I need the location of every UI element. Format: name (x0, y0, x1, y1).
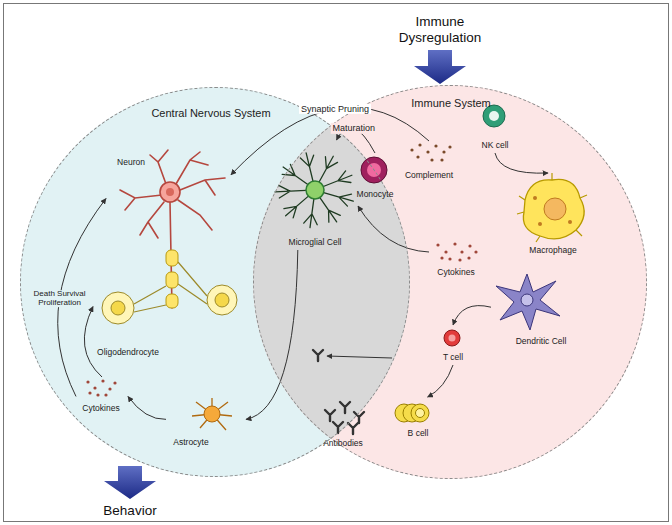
cell-label: Macrophage (529, 246, 576, 256)
cell-node: Cytokines (76, 377, 128, 416)
edge-label: Synaptic Pruning (299, 104, 371, 114)
microglia-branch (324, 193, 354, 206)
cell-node: Microglial Cell (272, 140, 358, 250)
output-label: Behavior (103, 503, 156, 519)
cell-node: NK cell (473, 101, 517, 153)
region-circle: Central Nervous SystemNeuronOligodendroc… (20, 87, 410, 477)
cell-label: T cell (443, 353, 463, 363)
cell-label: Monocyte (357, 190, 394, 200)
cell-label: Astrocyte (173, 438, 208, 448)
edge-label: Death Survival Proliferation (30, 290, 90, 308)
microglia-branch (275, 185, 306, 198)
block-arrows (104, 50, 466, 499)
macrophage-figure (517, 173, 587, 242)
cell-node: Neuron (106, 151, 231, 246)
cell-label: Cytokines (437, 268, 474, 278)
t-cell-figure (444, 330, 460, 346)
cell-node: Cytokines (429, 237, 485, 280)
cell-label: Microglial Cell (289, 238, 342, 248)
microglia-figure (275, 153, 353, 228)
cell-label: NK cell (482, 141, 509, 151)
heading-label: Immune Dysregulation (392, 14, 488, 45)
cell-node: Monocyte (355, 153, 396, 202)
frame (4, 4, 669, 522)
microglia-branch (319, 156, 337, 182)
microglia-body (306, 181, 324, 199)
cell-node: Oligodendrocyte (93, 263, 249, 360)
monocyte-figure (361, 157, 387, 183)
antibody-figures (313, 350, 364, 434)
cell-label: Neuron (117, 158, 145, 168)
connector-arrow (495, 153, 548, 173)
cell-label: Dendritic Cell (516, 337, 567, 347)
region-circle: Immune SystemComplementNK cellMonocyteMa… (253, 85, 647, 479)
astrocyte-figure (192, 398, 232, 430)
microglia-branch (300, 153, 313, 181)
cell-node: Dendritic Cell (491, 273, 568, 349)
cell-node: B cell (394, 397, 442, 441)
cell-node: Astrocyte (166, 399, 246, 450)
cytokine-dots (86, 242, 477, 396)
cell-label: Antibodies (323, 439, 363, 449)
microglia-branch (323, 171, 352, 187)
microglia-branch (284, 196, 308, 218)
region-heading: Central Nervous System (151, 107, 270, 120)
region-heading: Immune System (411, 97, 490, 110)
cell-label: Cytokines (82, 404, 119, 414)
leader-arrow (327, 356, 392, 358)
microglia-branch (320, 198, 340, 223)
microglia-branch (304, 199, 317, 228)
cell-node: Macrophage (516, 173, 596, 259)
oligodendrocyte-figure (102, 250, 237, 324)
neuron-figure (120, 150, 225, 308)
region-fills (20, 85, 647, 479)
dendritic-cell-figure (496, 274, 560, 330)
complement-dots (410, 143, 451, 161)
connector-arrow (428, 365, 453, 397)
cell-label: B cell (408, 429, 429, 439)
b-cell-figure (395, 404, 429, 422)
cell-label: Oligodendrocyte (97, 348, 159, 358)
cell-node: T cell (433, 325, 473, 365)
connector-arrow (84, 307, 102, 377)
connector-arrow (358, 206, 429, 252)
microglia-branch (282, 164, 308, 184)
cell-label: Complement (405, 171, 453, 181)
connector-arrow (128, 396, 166, 419)
connector-arrow (453, 306, 491, 325)
cell-node: Complement (398, 141, 460, 183)
edge-label: Maturation (331, 123, 378, 133)
cell-node: Antibodies (311, 399, 376, 451)
